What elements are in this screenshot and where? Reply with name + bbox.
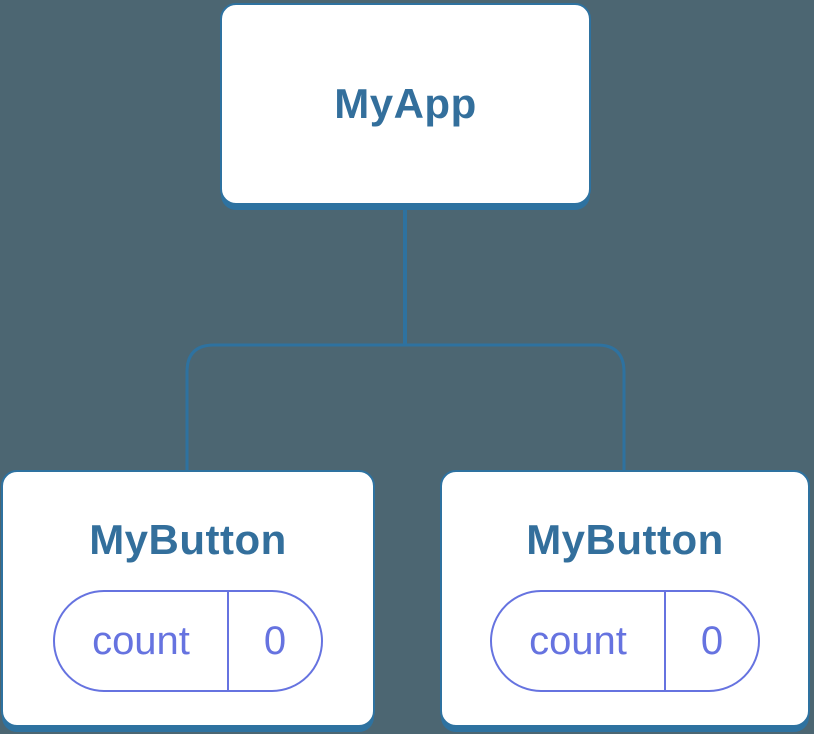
state-pill: count 0 [53, 590, 323, 692]
component-name: MyApp [334, 80, 477, 127]
state-value: 0 [700, 618, 724, 663]
mybutton-card-right: MyButton count 0 [440, 470, 810, 727]
state-key-cell: count [492, 592, 666, 690]
component-name: MyButton [89, 516, 287, 563]
state-pill: count 0 [490, 590, 760, 692]
myapp-card: MyApp [220, 3, 591, 205]
state-value-cell: 0 [229, 592, 321, 690]
state-key: count [92, 618, 190, 663]
connector-branch [185, 343, 626, 470]
state-key-cell: count [55, 592, 229, 690]
state-value-cell: 0 [666, 592, 758, 690]
component-name: MyButton [526, 516, 724, 563]
state-value: 0 [263, 618, 287, 663]
mybutton-card-left: MyButton count 0 [1, 470, 375, 727]
state-key: count [529, 618, 627, 663]
